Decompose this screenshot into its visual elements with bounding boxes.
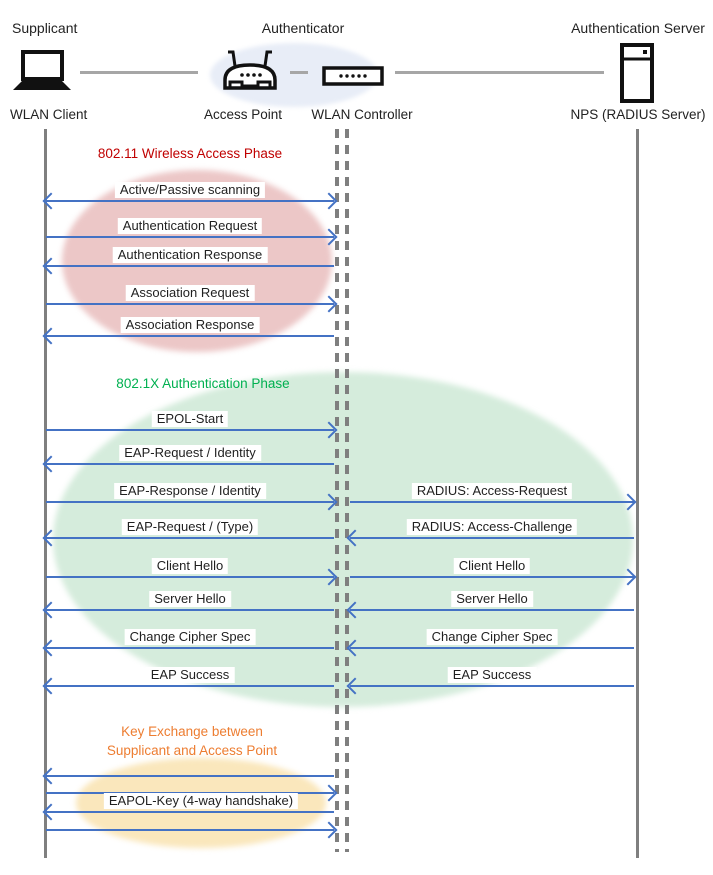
message-label: EAP Success <box>145 667 235 683</box>
message-label: Server Hello <box>149 591 231 607</box>
supplicant-role-label: Supplicant <box>12 20 78 36</box>
message-label-right: Server Hello <box>451 591 533 607</box>
authenticator-role-label: Authenticator <box>261 20 345 36</box>
laptop-icon <box>11 50 73 97</box>
dot1x-phase-title: 802.1X Authentication Phase <box>116 376 290 391</box>
message-label: EPOL-Start <box>151 411 229 427</box>
message-label-right: EAP Success <box>447 667 537 683</box>
message-label: EAP-Response / Identity <box>114 483 266 499</box>
message-label: Client Hello <box>151 558 229 574</box>
nps-server-label: NPS (RADIUS Server) <box>570 107 706 122</box>
message-label: Change Cipher Spec <box>124 629 256 645</box>
wlan-controller-label: WLAN Controller <box>311 107 413 122</box>
supplicant-lifeline <box>44 129 47 858</box>
message-label: EAP-Request / Identity <box>119 445 261 461</box>
message-label: EAP-Request / (Type) <box>121 519 259 535</box>
key-exchange-phase-title: Key Exchange between Supplicant and Acce… <box>107 722 277 760</box>
wireless-phase-title: 802.11 Wireless Access Phase <box>97 146 283 161</box>
server-icon <box>620 43 654 108</box>
dot1x-phase-ellipse <box>53 372 633 707</box>
message-label-right: RADIUS: Access-Request <box>411 483 573 499</box>
message-label: EAPOL-Key (4-way handshake) <box>103 793 299 809</box>
message-label: Authentication Request <box>117 218 263 234</box>
message-label: Association Response <box>120 317 260 333</box>
connector-line <box>395 71 604 74</box>
key-exchange-title-line2: Supplicant and Access Point <box>106 743 278 758</box>
message-label-right: Client Hello <box>453 558 531 574</box>
connector-line <box>290 71 308 74</box>
message-label: Authentication Response <box>112 247 268 263</box>
controller-lifeline-dashed-1 <box>335 129 339 852</box>
access-point-icon <box>221 48 279 97</box>
wlan-controller-icon <box>322 66 384 91</box>
message-label: Active/Passive scanning <box>114 182 266 198</box>
connector-line <box>80 71 198 74</box>
auth-server-role-label: Authentication Server <box>571 20 705 36</box>
key-exchange-title-line1: Key Exchange between <box>121 724 263 739</box>
wlan-client-label: WLAN Client <box>10 107 88 122</box>
message-label-right: RADIUS: Access-Challenge <box>406 519 578 535</box>
message-label-right: Change Cipher Spec <box>426 629 558 645</box>
controller-lifeline-dashed-2 <box>345 129 349 852</box>
server-lifeline <box>636 129 639 858</box>
message-label: Association Request <box>125 285 255 301</box>
access-point-label: Access Point <box>203 107 283 122</box>
